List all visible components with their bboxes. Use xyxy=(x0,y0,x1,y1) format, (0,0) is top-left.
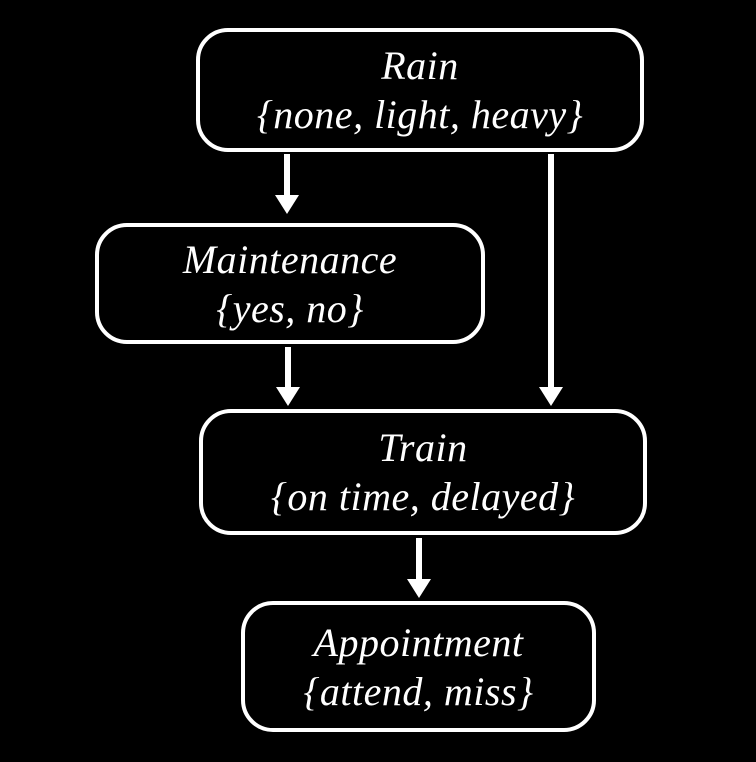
node-appointment-label: Appointment xyxy=(313,619,524,665)
node-maintenance: Maintenance {yes, no} xyxy=(95,223,485,344)
node-maintenance-label: Maintenance xyxy=(182,236,398,282)
edge-train-to-appointment-arrow xyxy=(407,538,431,598)
edge-maintenance-to-train-arrow xyxy=(276,347,300,406)
node-train-label: Train xyxy=(378,425,468,470)
node-rain-values: {none, light, heavy} xyxy=(256,92,584,137)
node-train-values: {on time, delayed} xyxy=(270,474,576,519)
node-maintenance-values: {yes, no} xyxy=(216,285,364,331)
node-rain-label: Rain xyxy=(381,43,459,88)
edge-rain-to-maintenance-arrow xyxy=(275,154,299,214)
node-train: Train {on time, delayed} xyxy=(199,409,647,535)
node-appointment: Appointment {attend, miss} xyxy=(241,601,596,732)
edge-rain-to-train-arrow xyxy=(539,154,563,406)
node-rain: Rain {none, light, heavy} xyxy=(196,28,644,152)
node-appointment-values: {attend, miss} xyxy=(303,668,534,714)
